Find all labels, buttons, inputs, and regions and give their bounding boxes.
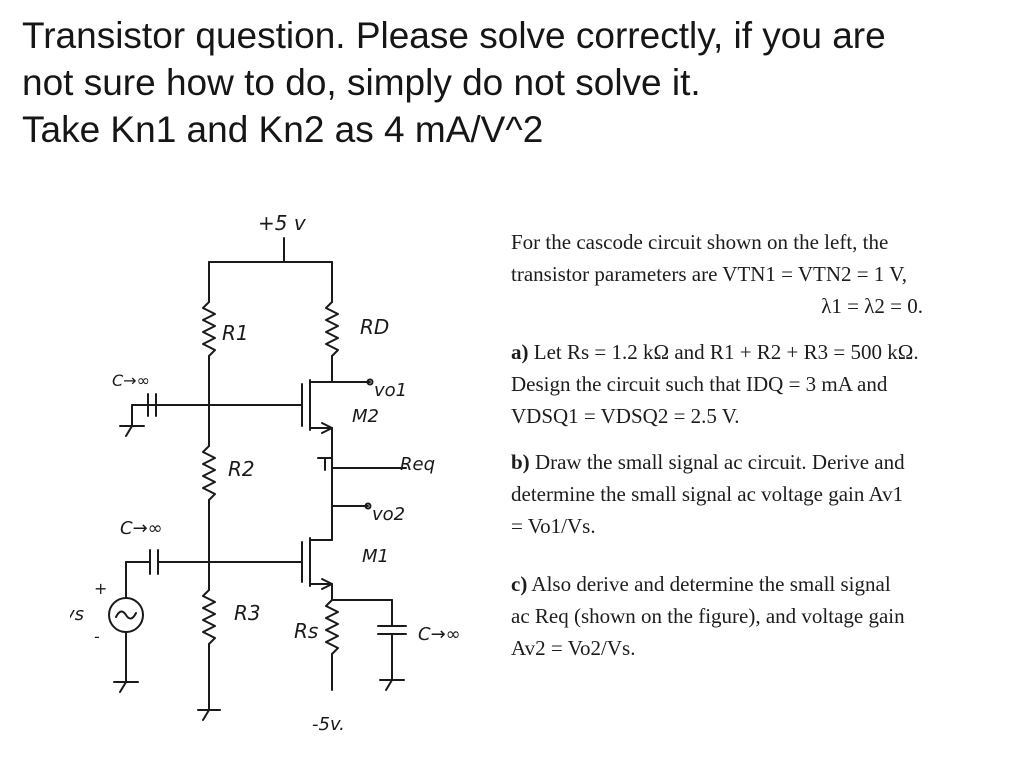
cap-mid-label: C→∞ [120,518,163,539]
vs-label: vs [70,604,84,625]
vo1-label: vo1 [374,380,407,401]
vo2-label: vo2 [372,504,405,525]
part-b-label: b) [511,450,530,474]
part-c-line-3: Av2 = Vo2/Vs. [511,636,636,660]
m1-label: M1 [362,546,389,567]
question-line-2: not sure how to do, simply do not solve … [22,62,701,103]
part-b-line-1: b) Draw the small signal ac circuit. Der… [511,446,1021,478]
r3-resistor [202,589,216,645]
intro-line-2: transistor parameters are VTN1 = VTN2 = … [511,262,907,286]
cap-top-label: C→∞ [112,371,150,390]
part-c-line-2: ac Req (shown on the figure), and voltag… [511,604,905,628]
rd-label: RD [360,315,389,339]
question-line-1: Transistor question. Please solve correc… [22,15,886,56]
cascode-circuit-sketch: +5 v R1 RD vo1 M2 C→∞ Req R2 vo2 M1 [70,211,461,735]
part-a-line-1: a) Let Rs = 1.2 kΩ and R1 + R2 + R3 = 50… [511,336,1021,368]
supply-positive-label: +5 v [258,211,307,235]
rs-resistor [325,599,339,655]
cap-right-label: C→∞ [418,624,461,645]
part-a-text-1: Let Rs = 1.2 kΩ and R1 + R2 + R3 = 500 k… [533,340,919,364]
r3-label: R3 [234,601,261,625]
part-c-label: c) [511,572,528,596]
part-b-text-1: Draw the small signal ac circuit. Derive… [534,450,905,474]
part-c-line-1: c) Also derive and determine the small s… [511,568,1021,600]
part-b-line-2: determine the small signal ac voltage ga… [511,482,904,506]
rs-label: Rs [294,619,318,643]
source-plus: + [94,579,107,598]
question-line-3: Take Kn1 and Kn2 as 4 mA/V^2 [22,109,544,150]
req-label: Req [400,454,435,475]
part-a-line-2: Design the circuit such that IDQ = 3 mA … [511,372,888,396]
r1-label: R1 [222,321,249,345]
m2-label: M2 [352,406,379,427]
rd-resistor [325,301,339,357]
intro-line-1: For the cascode circuit shown on the lef… [511,230,889,254]
sine-icon [115,610,137,620]
r1-resistor [202,301,216,357]
part-b-line-3: = Vo1/Vs. [511,514,596,538]
r2-label: R2 [228,457,255,481]
r2-resistor [202,445,216,501]
intro-line-3: λ1 = λ2 = 0. [821,294,923,318]
part-c-text-1: Also derive and determine the small sign… [531,572,891,596]
source-minus: - [94,627,100,646]
part-a-line-3: VDSQ1 = VDSQ2 = 2.5 V. [511,404,740,428]
problem-statement: For the cascode circuit shown on the lef… [511,226,1021,664]
part-a-label: a) [511,340,529,364]
supply-negative-label: -5v. [312,714,345,735]
question-text: Transistor question. Please solve correc… [22,12,1022,153]
